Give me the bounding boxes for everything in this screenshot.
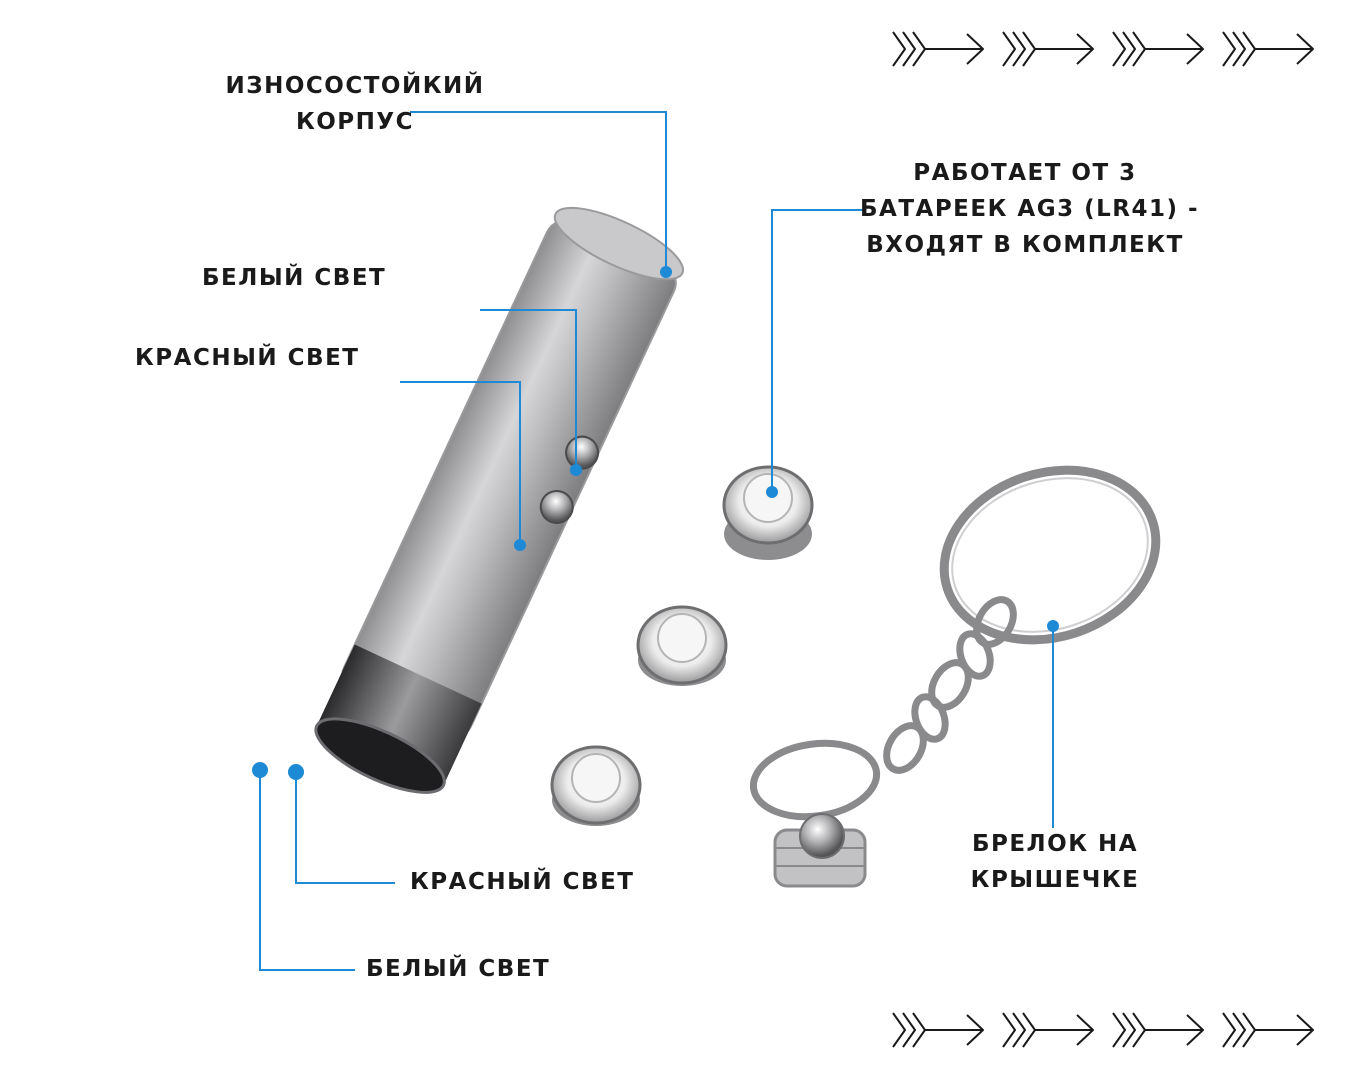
label-white-light-bottom: Белый свет — [366, 956, 551, 982]
flashlight-lens-face — [314, 717, 446, 794]
label-red-light-bottom: Красный свет — [410, 869, 635, 895]
flashlight-head — [316, 644, 482, 786]
label-keychain-line1: Брелок на — [971, 831, 1139, 857]
battery-2 — [636, 605, 728, 686]
flashlight-end-cap — [553, 206, 685, 281]
flashlight — [314, 206, 685, 794]
small-ring — [749, 739, 881, 821]
label-keychain-line2: крышечке — [970, 867, 1140, 893]
chevron-arrow-icon — [892, 1012, 1314, 1048]
label-body-line2: корпус — [295, 109, 415, 135]
label-red-light-top: Красный свет — [135, 345, 360, 371]
callout-red-bottom — [295, 772, 395, 884]
label-battery-line1: Работает от 3 — [913, 160, 1137, 186]
callout-white-top — [480, 309, 577, 470]
callout-dots — [252, 266, 1059, 780]
keychain — [749, 465, 1161, 888]
battery-3 — [550, 745, 642, 826]
battery-1 — [722, 465, 814, 560]
key-ring-inner — [951, 477, 1149, 633]
callout-white-bottom — [259, 770, 355, 971]
callout-body — [410, 111, 667, 272]
callout-lines — [259, 111, 1054, 971]
callout-battery — [771, 209, 865, 492]
button-red-light — [539, 489, 574, 524]
callout-red-top — [400, 381, 521, 545]
label-keychain: Брелок на крышечке — [950, 826, 1160, 898]
cap-ball — [799, 813, 845, 859]
key-ring — [939, 465, 1161, 645]
chevron-arrow-icon — [892, 31, 1314, 67]
label-battery-line2: батареек AG3 (LR41) - — [860, 196, 1200, 222]
label-white-light-top: Белый свет — [202, 265, 387, 291]
label-battery: Работает от 3 батареек AG3 (LR41) - вход… — [860, 155, 1200, 263]
label-body-line1: Износостойкий — [225, 73, 485, 99]
label-body: Износостойкий корпус — [215, 68, 495, 140]
label-battery-line3: входят в комплект — [866, 232, 1184, 258]
